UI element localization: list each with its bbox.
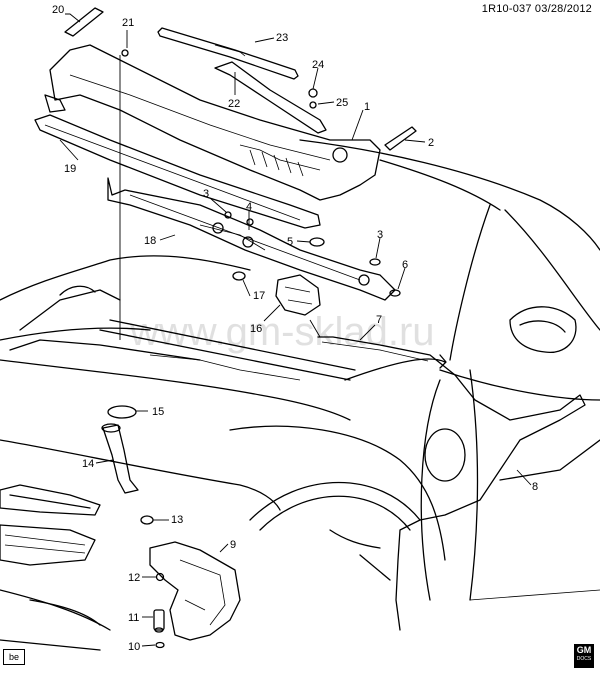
callout-leaders (59, 13, 532, 647)
callout-12: 12 (128, 572, 140, 584)
callout-4: 4 (246, 201, 252, 213)
callout-14: 14 (82, 458, 94, 470)
callout-21: 21 (122, 17, 134, 29)
callout-5: 5 (287, 236, 293, 248)
callout-23: 23 (276, 32, 288, 44)
callout-25: 25 (336, 97, 348, 109)
callout-24: 24 (312, 59, 324, 71)
callout-11: 11 (128, 612, 139, 624)
cowl-assembly (34, 7, 417, 229)
callout-22: 22 (228, 98, 240, 110)
wiper-linkage (107, 49, 401, 316)
washer-hoses (317, 336, 586, 631)
watermark: www.gm-sklad.ru (129, 310, 435, 354)
callout-17: 17 (253, 290, 265, 302)
logo-subtext: DOCS (576, 656, 592, 662)
callout-1: 1 (364, 101, 370, 113)
callout-2: 2 (428, 137, 434, 149)
callout-16: 16 (250, 323, 262, 335)
callout-6: 6 (402, 259, 408, 271)
callout-10: 10 (128, 641, 140, 653)
washer-reservoir (149, 541, 241, 649)
callout-20: 20 (52, 4, 64, 16)
callout-3a: 3 (203, 188, 209, 200)
diagram-reference: 1R10-037 03/28/2012 (481, 3, 592, 15)
front-end (0, 255, 356, 651)
logo-text: GM (576, 645, 592, 655)
callout-8: 8 (532, 481, 538, 493)
callout-7: 7 (376, 314, 382, 326)
corner-tag: be (3, 649, 25, 665)
callout-18: 18 (144, 235, 156, 247)
callout-13: 13 (171, 514, 183, 526)
callout-15: 15 (152, 406, 164, 418)
washer-filler (101, 405, 154, 525)
callout-3b: 3 (377, 229, 383, 241)
callout-labels: 20 21 23 24 22 25 1 2 19 3 4 18 5 3 6 17… (52, 4, 538, 653)
gm-logo: GM DOCS (574, 644, 594, 668)
vehicle-body (229, 139, 600, 601)
callout-19: 19 (64, 163, 76, 175)
callout-9: 9 (230, 539, 236, 551)
